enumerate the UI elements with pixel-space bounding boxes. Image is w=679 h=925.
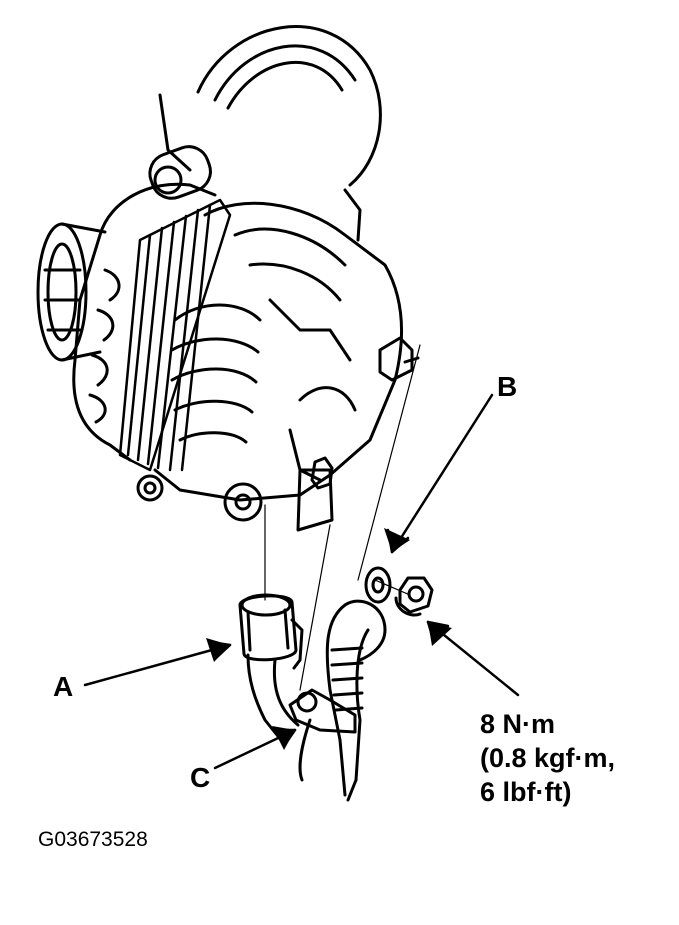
alternator-pulley xyxy=(36,222,107,362)
torque-kgfm: (0.8 kgf·m, xyxy=(480,743,616,773)
connector-bracket xyxy=(296,456,334,532)
guide-lines xyxy=(264,344,421,691)
wire-harness xyxy=(288,599,387,802)
engine-pulley xyxy=(158,25,382,242)
callout-c: C xyxy=(190,762,211,793)
callout-a: A xyxy=(53,671,74,702)
flange-nut xyxy=(394,576,434,617)
arrowheads xyxy=(206,528,452,750)
stator-fins xyxy=(118,198,232,472)
figure-id: G03673528 xyxy=(38,828,148,851)
torque-nm: 8 N·m xyxy=(480,709,556,739)
connector-a xyxy=(238,593,304,747)
washer xyxy=(364,566,392,604)
alternator-front-housing xyxy=(72,145,217,462)
alternator-rear-housing xyxy=(136,201,404,522)
torque-spec: 8 N·m (0.8 kgf·m, 6 lbf·ft) xyxy=(480,707,615,809)
torque-lbfft: 6 lbf·ft) xyxy=(480,777,572,807)
callout-b: B xyxy=(497,371,518,402)
